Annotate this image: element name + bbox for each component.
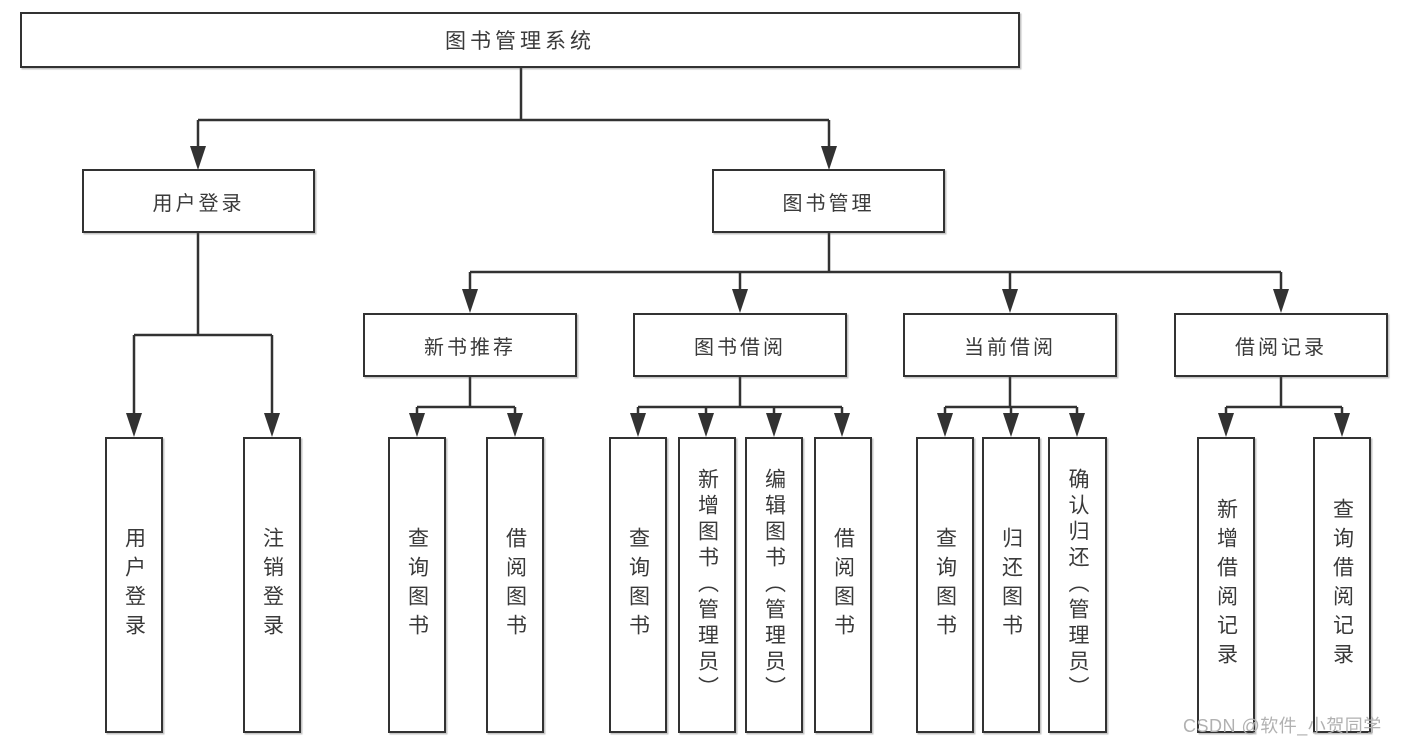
node-label: 图书借阅 bbox=[694, 336, 786, 359]
leaf-query-borrow-record: 查询借阅记录 bbox=[1313, 437, 1371, 733]
node-label: 编辑图书（管理员） bbox=[762, 468, 786, 702]
leaf-query-books-borrow: 查询图书 bbox=[609, 437, 667, 733]
node-library-management-system: 图书管理系统 bbox=[20, 12, 1020, 68]
node-label: 当前借阅 bbox=[964, 336, 1056, 359]
node-new-book-recommend: 新书推荐 bbox=[363, 313, 577, 377]
node-label: 新增图书（管理员） bbox=[695, 468, 719, 702]
node-borrow-record: 借阅记录 bbox=[1174, 313, 1388, 377]
node-label: 查询图书 bbox=[626, 527, 650, 643]
leaf-query-books-recommend: 查询图书 bbox=[388, 437, 446, 733]
node-label: 借阅图书 bbox=[831, 527, 855, 643]
leaf-borrow-books-recommend: 借阅图书 bbox=[486, 437, 544, 733]
node-user-login: 用户登录 bbox=[82, 169, 315, 233]
csdn-watermark: CSDN @软件_小贺同学 bbox=[1183, 716, 1382, 736]
leaf-borrow-books: 借阅图书 bbox=[814, 437, 872, 733]
node-label: 图书管理系统 bbox=[445, 30, 595, 53]
leaf-logout: 注销登录 bbox=[243, 437, 301, 733]
node-current-borrow: 当前借阅 bbox=[903, 313, 1117, 377]
node-label: 新增借阅记录 bbox=[1214, 498, 1238, 672]
node-label: 注销登录 bbox=[260, 527, 284, 643]
node-label: 查询借阅记录 bbox=[1330, 498, 1354, 672]
node-label: 借阅记录 bbox=[1235, 336, 1327, 359]
leaf-query-books-current: 查询图书 bbox=[916, 437, 974, 733]
leaf-user-login: 用户登录 bbox=[105, 437, 163, 733]
leaf-return-books: 归还图书 bbox=[982, 437, 1040, 733]
leaf-confirm-return-admin: 确认归还（管理员） bbox=[1048, 437, 1107, 733]
node-book-borrow: 图书借阅 bbox=[633, 313, 847, 377]
node-label: 图书管理 bbox=[782, 192, 875, 215]
node-label: 归还图书 bbox=[999, 527, 1023, 643]
node-label: 用户登录 bbox=[122, 527, 146, 643]
node-label: 用户登录 bbox=[152, 192, 245, 215]
node-label: 借阅图书 bbox=[503, 527, 527, 643]
node-label: 查询图书 bbox=[933, 527, 957, 643]
leaf-add-borrow-record: 新增借阅记录 bbox=[1197, 437, 1255, 733]
node-label: 查询图书 bbox=[405, 527, 429, 643]
leaf-add-books-admin: 新增图书（管理员） bbox=[678, 437, 736, 733]
node-label: 确认归还（管理员） bbox=[1066, 468, 1089, 702]
leaf-edit-books-admin: 编辑图书（管理员） bbox=[745, 437, 803, 733]
node-book-management: 图书管理 bbox=[712, 169, 945, 233]
arrowheads bbox=[126, 146, 1350, 437]
node-label: 新书推荐 bbox=[424, 336, 516, 359]
